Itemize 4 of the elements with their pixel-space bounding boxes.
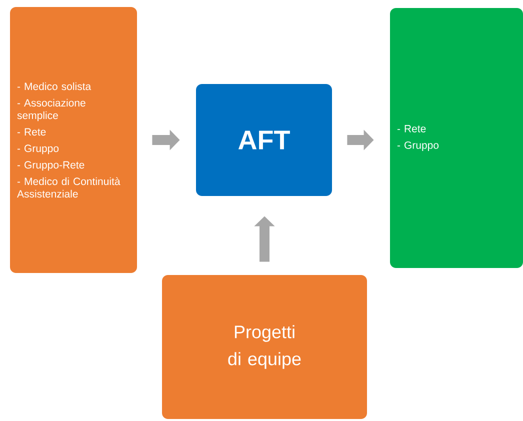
process-box: AFT	[196, 84, 332, 196]
list-box: - Medico solista - Associazione semplice - Rete - Gruppo - Gruppo-Rete - Medico di Continuità Assistenziale	[10, 7, 137, 273]
list-box: - Rete - Gruppo	[390, 8, 523, 268]
process-box: Progetti di equipe	[162, 275, 367, 419]
